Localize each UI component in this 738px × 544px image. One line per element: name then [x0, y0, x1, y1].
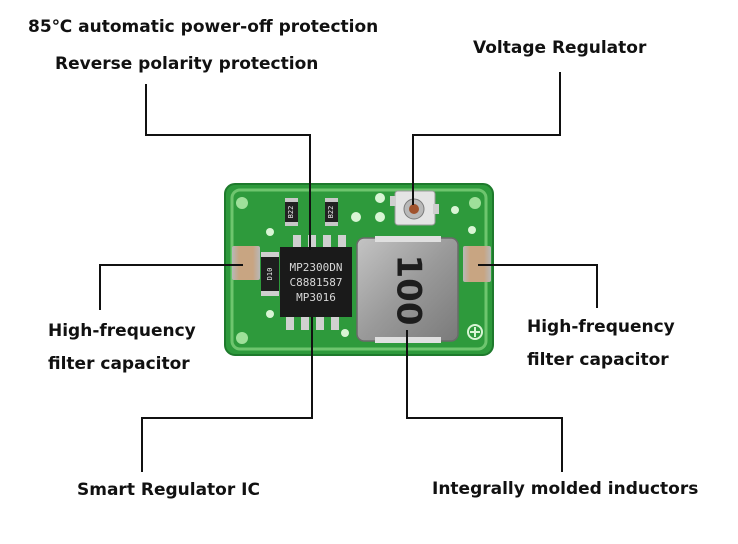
label-cap-right-line2: filter capacitor [527, 350, 669, 370]
resistor-1-marking: B22 [287, 206, 295, 219]
regulator-ic-chip: MP2300DN C8881587 MP3016 [280, 235, 352, 330]
resistor-2: B22 [325, 198, 338, 226]
label-cap-right-line1: High-frequency [527, 317, 675, 337]
label-inductor: Integrally molded inductors [432, 479, 699, 499]
resistor-2-marking: B22 [327, 206, 335, 219]
label-cap-left-line1: High-frequency [48, 321, 196, 341]
resistor-1: B22 [285, 198, 298, 226]
leader-smart-ic [141, 317, 313, 472]
leader-voltage-regulator [412, 72, 561, 205]
label-smart-regulator-ic: Smart Regulator IC [77, 480, 260, 500]
leader-lines [99, 72, 598, 472]
leader-cap-left [99, 264, 243, 310]
left-capacitor [232, 246, 260, 280]
molded-inductor: 100 [356, 236, 459, 343]
right-capacitor [463, 246, 491, 282]
chip-marking-line3: MP3016 [296, 291, 336, 304]
chip-marking-line2: C8881587 [290, 276, 343, 289]
label-thermal-protection: 85℃ automatic power-off protection [28, 17, 379, 37]
leader-reverse-polarity [145, 84, 311, 250]
label-cap-left-line2: filter capacitor [48, 354, 190, 374]
diode: D10 [261, 252, 279, 296]
diode-marking: D10 [266, 268, 274, 281]
label-voltage-regulator: Voltage Regulator [473, 38, 647, 58]
leader-inductor [406, 330, 563, 472]
potentiometer [390, 190, 439, 226]
inductor-marking: 100 [389, 255, 429, 326]
leader-cap-right [478, 264, 598, 308]
label-reverse-polarity: Reverse polarity protection [55, 54, 319, 74]
chip-marking-line1: MP2300DN [290, 261, 343, 274]
